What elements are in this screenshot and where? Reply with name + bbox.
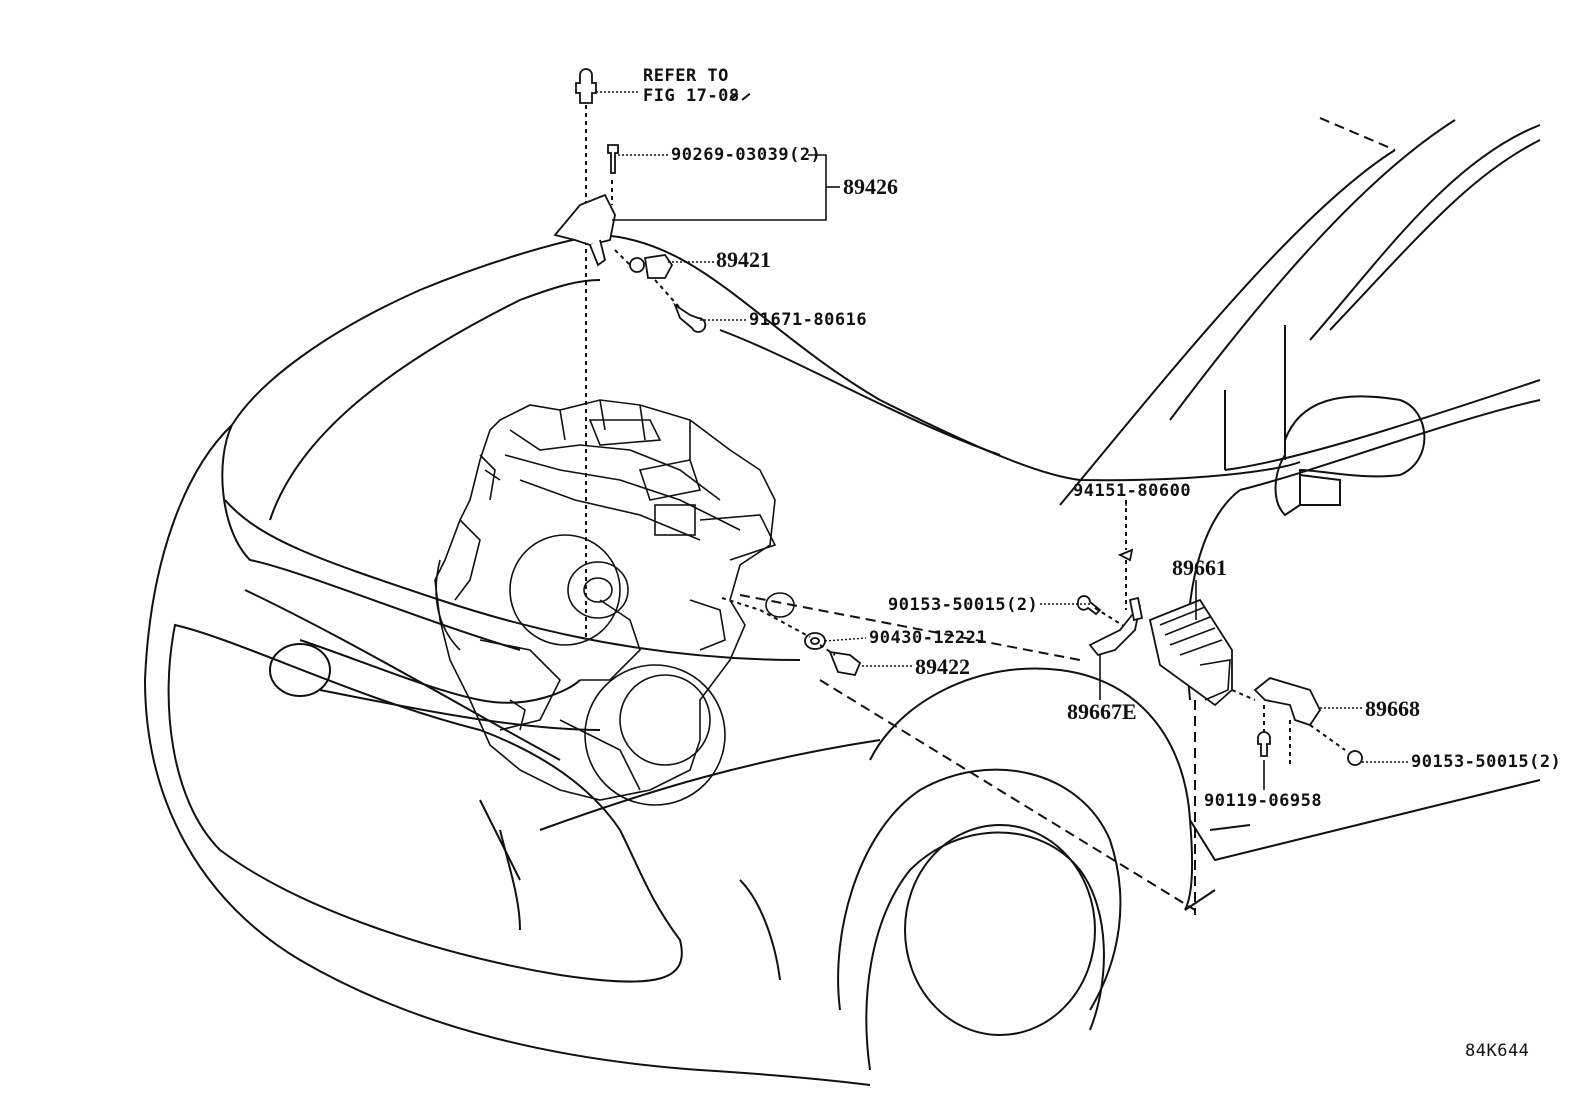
leader-lines [596,91,1408,790]
figure-code: 84K644 [1465,1041,1530,1061]
engine-assembly [434,399,795,806]
car-body-outline [143,117,1541,1086]
callout-89661: 89661 [1172,555,1227,580]
callout-89667E: 89667E [1067,699,1137,724]
callout-91671-80616: 91671-80616 [749,310,868,330]
exploded-parts [553,68,1363,911]
refer-note-line-2: FIG 17-08 [643,86,740,106]
callout-90430-12221: 90430-12221 [869,628,988,648]
callout-89668: 89668 [1365,696,1420,721]
callout-94151-80600: 94151-80600 [1073,481,1192,501]
callout-90153-50015-left: 90153-50015(2) [888,595,1039,615]
callout-90269-03039: 90269-03039(2) [671,145,822,165]
callout-89421: 89421 [716,247,771,272]
callout-90153-50015-right: 90153-50015(2) [1411,752,1562,772]
callout-89426: 89426 [843,174,898,199]
callout-90119-06958: 90119-06958 [1204,791,1323,811]
refer-note-line-1: REFER TO [643,66,729,86]
callout-89422: 89422 [915,654,970,679]
